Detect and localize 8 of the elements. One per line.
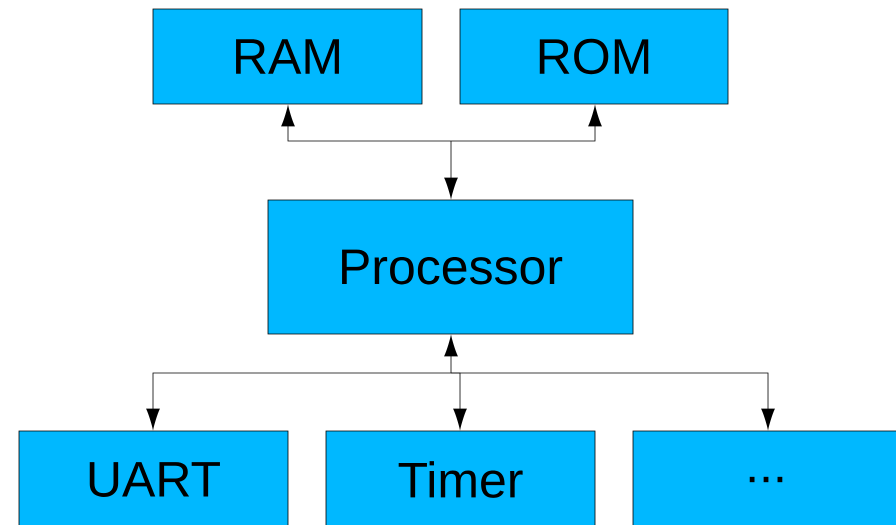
process-box: RAM bbox=[152, 8, 422, 104]
process-box: Timer bbox=[326, 430, 596, 525]
arrow bbox=[281, 106, 602, 198]
process-box: UART bbox=[18, 430, 288, 525]
process-box: Processor bbox=[268, 200, 634, 334]
process-box: ... bbox=[632, 430, 896, 525]
process-box: ROM bbox=[460, 8, 728, 104]
arrow bbox=[146, 336, 775, 430]
